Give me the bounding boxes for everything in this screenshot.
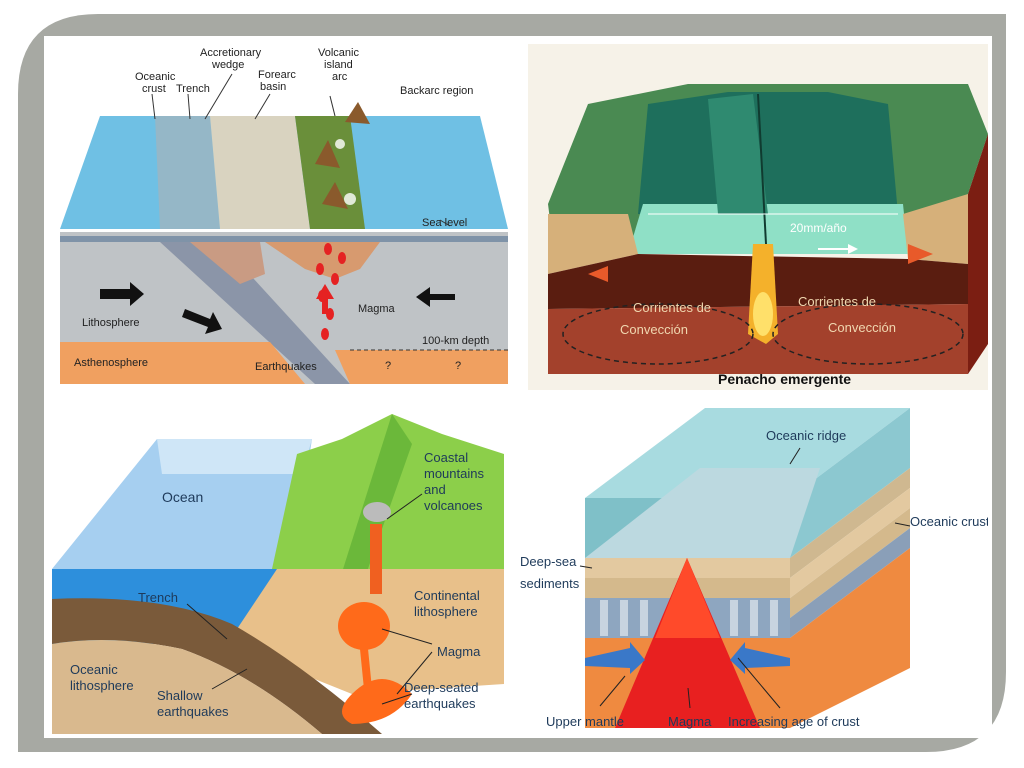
label-convection-right: Corrientes de Convección (798, 294, 896, 335)
label-upper-mantle: Upper mantle (546, 714, 624, 729)
label-continental-lithosphere: Continental lithosphere (414, 588, 483, 619)
label-unknown-2: ? (455, 360, 461, 372)
label-convection-left: Corrientes de Convección (620, 300, 715, 337)
label-backarc-region: Backarc region (400, 85, 473, 97)
label-plume: Penacho emergente (718, 371, 851, 387)
label-asthenosphere: Asthenosphere (74, 357, 148, 369)
label-coastal-mountains: Coastal mountains and volcanoes (424, 450, 488, 513)
label-oceanic-crust: Oceanic crust (910, 514, 988, 529)
label-lithosphere: Lithosphere (82, 317, 140, 329)
label-magma: Magma (437, 644, 481, 659)
label-ocean: Ocean (162, 489, 203, 505)
continental-margin-diagram: Ocean Coastal mountains and volcanoes Tr… (52, 394, 504, 734)
label-deep-sea-sediments: Deep-sea sediments (520, 554, 580, 591)
subduction-island-arc-diagram: Oceanic crust Trench Accretionary wedge … (60, 44, 508, 384)
oceanic-ridge-diagram: Oceanic ridge Oceanic crust Deep-sea sed… (520, 408, 988, 738)
label-trench: Trench (138, 590, 178, 605)
label-magma: Magma (358, 303, 396, 315)
label-volcanic-island-arc: Volcanic island arc (318, 47, 362, 83)
label-deep-earthquakes: Deep-seated earthquakes (404, 680, 482, 711)
label-forearc-basin: Forearc basin (258, 69, 299, 93)
label-sea-level: Sea level (422, 217, 467, 229)
label-unknown-1: ? (385, 360, 391, 372)
label-oceanic-crust: Oceanic crust (135, 71, 178, 95)
ridge-convection-diagram: 20mm/año Corrientes de Convección Corrie… (528, 44, 988, 390)
label-trench: Trench (176, 83, 210, 95)
label-accretionary-wedge: Accretionary wedge (200, 47, 264, 71)
label-shallow-earthquakes: Shallow earthquakes (157, 688, 229, 719)
label-100km-depth: 100-km depth (422, 335, 489, 347)
label-earthquakes: Earthquakes (255, 361, 317, 373)
label-rate: 20mm/año (790, 221, 847, 235)
label-magma: Magma (668, 714, 712, 729)
label-oceanic-lithosphere: Oceanic lithosphere (70, 662, 134, 693)
label-oceanic-ridge: Oceanic ridge (766, 428, 846, 443)
label-increasing-age: Increasing age of crust (728, 714, 860, 729)
